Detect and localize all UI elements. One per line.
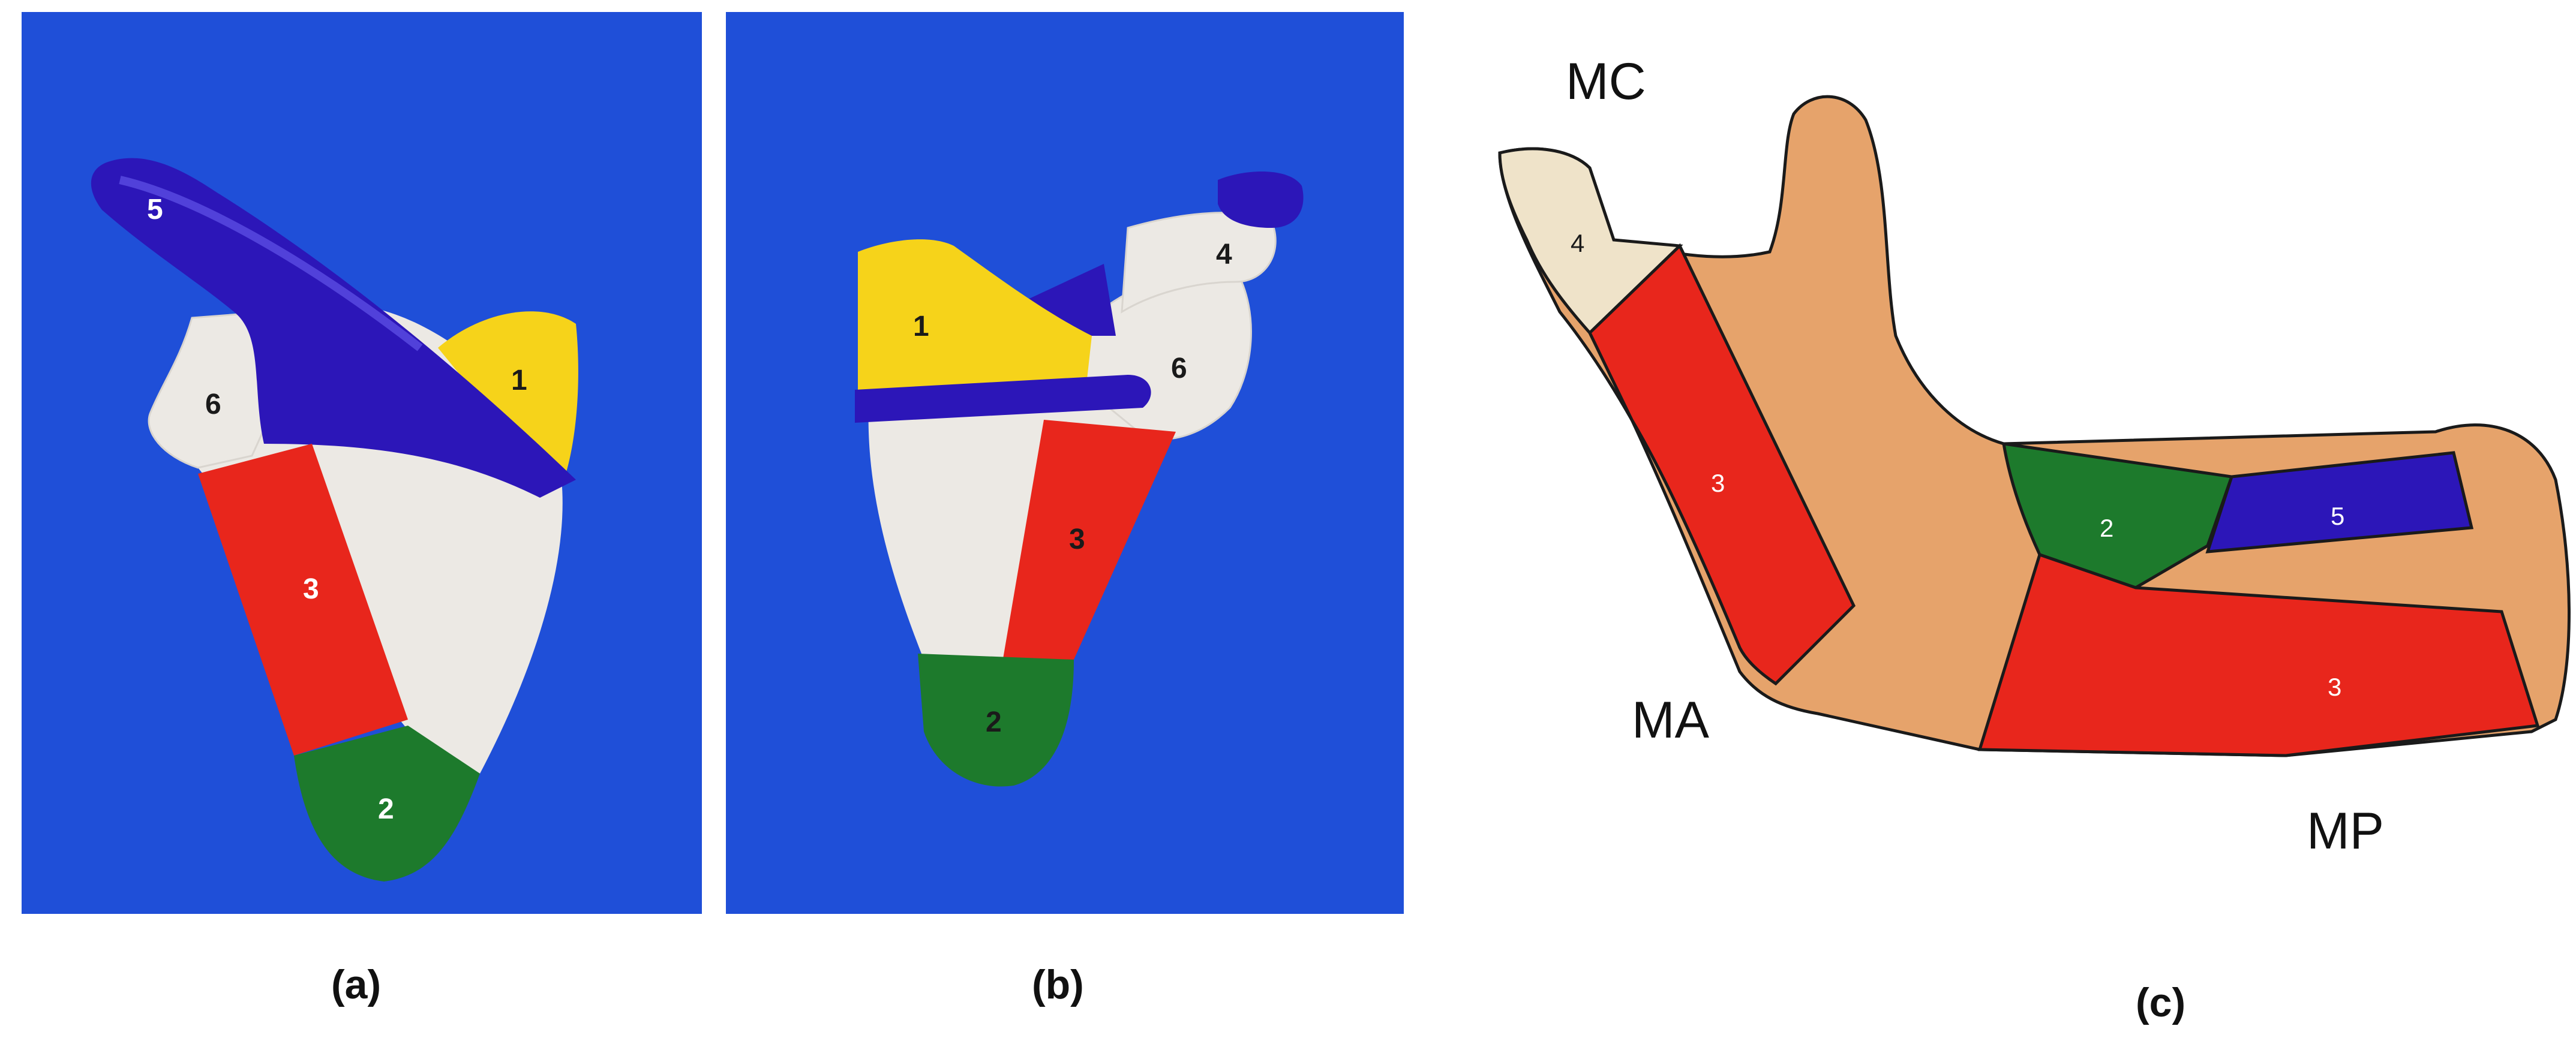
panel-c-region-4 bbox=[1498, 147, 1683, 335]
landmark-mc: MC bbox=[1566, 53, 1646, 110]
panel-a-label-5: 5 bbox=[147, 194, 163, 225]
caption-b: (b) bbox=[1032, 962, 1084, 1007]
landmark-mp: MP bbox=[2307, 802, 2384, 860]
panel-b-region-1 bbox=[858, 239, 1092, 390]
panel-c-label-4: 4 bbox=[1571, 229, 1584, 257]
panel-b-region-3 bbox=[1002, 420, 1176, 666]
panel-c: 4 3 2 5 3 MC MA MP bbox=[1498, 53, 2571, 860]
panel-c-label-2: 2 bbox=[2100, 514, 2113, 542]
panel-c-region-5 bbox=[2205, 451, 2474, 553]
panel-a-region-5 bbox=[91, 158, 576, 498]
panel-c-label-5: 5 bbox=[2331, 502, 2344, 530]
panel-a-region-6 bbox=[148, 311, 283, 469]
panel-b-label-4: 4 bbox=[1216, 239, 1232, 270]
panel-b-label-2: 2 bbox=[986, 706, 1002, 738]
panel-a-region-5-highlight bbox=[119, 176, 423, 351]
panel-a: 5 1 6 3 2 bbox=[22, 12, 702, 914]
panel-c-region-3b bbox=[1977, 552, 2540, 757]
panel-b: 4 1 6 3 2 bbox=[726, 12, 1404, 914]
caption-c: (c) bbox=[2136, 980, 2185, 1025]
panel-c-label-3a: 3 bbox=[1711, 469, 1725, 497]
panel-b-region-4 bbox=[1121, 212, 1277, 314]
panel-a-label-1: 1 bbox=[511, 365, 527, 396]
panel-a-region-3 bbox=[198, 444, 408, 756]
panel-b-region-2 bbox=[918, 654, 1074, 787]
landmark-ma: MA bbox=[1632, 691, 1710, 749]
panel-a-region-2 bbox=[294, 726, 480, 881]
panel-b-tip-5 bbox=[1218, 172, 1304, 228]
panel-a-label-6: 6 bbox=[205, 389, 221, 420]
panel-c-label-3b: 3 bbox=[2328, 673, 2341, 701]
caption-a: (a) bbox=[331, 962, 381, 1007]
panel-a-region-1 bbox=[438, 311, 578, 480]
panel-b-spine-bar bbox=[855, 375, 1151, 423]
panel-a-label-2: 2 bbox=[378, 793, 394, 825]
panel-c-region-3a bbox=[1587, 243, 1856, 686]
panel-b-label-1: 1 bbox=[913, 311, 929, 342]
panel-b-label-6: 6 bbox=[1171, 353, 1187, 384]
panel-b-label-3: 3 bbox=[1069, 524, 1085, 555]
panel-a-label-3: 3 bbox=[303, 573, 319, 605]
